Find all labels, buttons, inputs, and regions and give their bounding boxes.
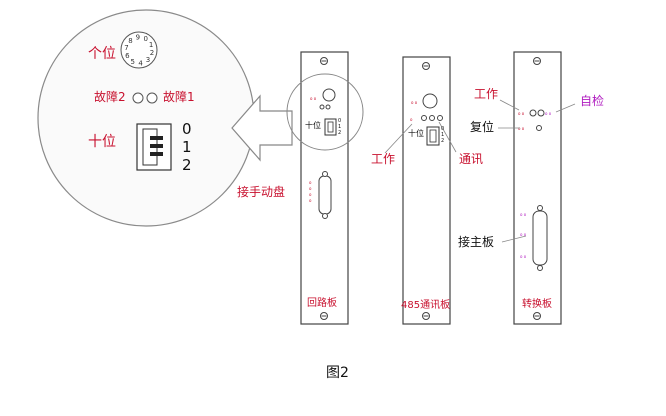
dip-switch: [136, 123, 172, 171]
conv-work-label: 工作: [474, 87, 499, 101]
loop-ten-label: 十位: [305, 121, 321, 130]
rotary-digit: 2: [150, 49, 154, 57]
rotary-digit: 8: [128, 37, 132, 45]
fault1-label: 故障1: [163, 90, 195, 104]
rotary-digit: 4: [138, 59, 143, 67]
svg-text:o o: o o: [310, 96, 317, 101]
fault2-led: [132, 92, 144, 104]
svg-text:o o: o o: [520, 212, 527, 217]
rotary-digit: 9: [136, 34, 140, 42]
svg-text:o o: o o: [520, 254, 527, 259]
svg-text:o o: o o: [411, 100, 418, 105]
switch-pos-1: 1: [182, 138, 192, 156]
svg-text:o: o: [410, 117, 413, 122]
conv-board-name: 转换板: [522, 299, 552, 310]
conv-board-connector: o o o o o o: [520, 205, 548, 271]
comm-work-label: 工作: [371, 152, 396, 166]
rotary-digit: 6: [125, 52, 130, 60]
svg-text:o: o: [309, 180, 312, 185]
svg-text:o o: o o: [518, 126, 525, 131]
comm-board-name: 485通讯板: [401, 300, 451, 311]
comm-board-panel: o o o: [384, 56, 457, 325]
loop-switch-pos-1: 1: [338, 124, 342, 130]
loop-switch-pos-2: 2: [338, 130, 342, 136]
svg-text:o o: o o: [518, 111, 525, 116]
switch-pos-0: 0: [182, 120, 192, 138]
loop-switch-pos-0: 0: [338, 118, 342, 124]
manual-panel-connector-label: 接手动盘: [237, 185, 286, 199]
ten-label: 十位: [88, 134, 116, 150]
comm-ten-label: 十位: [408, 129, 424, 138]
comm-switch-pos-0: 0: [441, 126, 445, 132]
svg-text:o: o: [309, 198, 312, 203]
loop-board-name: 回路板: [307, 298, 337, 309]
conv-reset-label: 复位: [470, 120, 495, 134]
rotary-digit: 3: [146, 56, 150, 64]
loop-board-panel: o o o o o o: [286, 51, 364, 325]
fault2-label: 故障2: [94, 90, 126, 104]
comm-comm-label: 通讯: [459, 152, 484, 166]
zoom-arrow-icon: [231, 94, 293, 162]
comm-switch-pos-1: 1: [441, 132, 445, 138]
loop-board-zoom-ring: [286, 73, 364, 151]
conv-selftest-label: 自检: [580, 94, 605, 108]
svg-text:o o: o o: [545, 111, 552, 116]
fault1-led: [146, 92, 158, 104]
conv-board-panel: o o o o o o o o o o o o: [498, 51, 576, 325]
svg-text:o: o: [309, 186, 312, 191]
conv-main-label: 接主板: [458, 235, 495, 249]
comm-switch-pos-2: 2: [441, 138, 445, 144]
rotary-digit: 5: [131, 58, 135, 66]
rotary-digit: 1: [149, 41, 153, 49]
unit-label: 个位: [88, 46, 116, 62]
loop-board-connector: o o o o: [309, 171, 332, 219]
figure-caption: 图2: [326, 365, 349, 381]
switch-pos-2: 2: [182, 156, 192, 174]
rotary-digit: 7: [124, 44, 128, 52]
rotary-digit: 0: [144, 35, 148, 43]
svg-text:o o: o o: [520, 232, 527, 237]
svg-text:o: o: [309, 192, 312, 197]
